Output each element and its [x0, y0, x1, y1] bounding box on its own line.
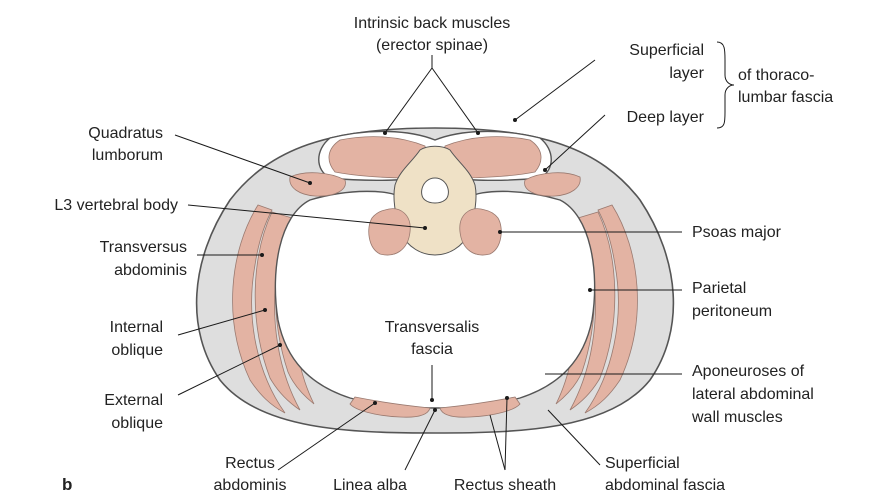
label-parietal-1: Parietal [692, 280, 746, 297]
label-transversus-1: Transversus [100, 239, 187, 256]
psoas-major-right [460, 209, 501, 255]
label-rectus-1: Rectus [225, 455, 275, 472]
label-transversalis-2: fascia [411, 341, 453, 358]
label-internal-2: oblique [111, 342, 163, 359]
label-thoraco-1: of thoraco- [738, 67, 814, 84]
label-aponeuroses-2: lateral abdominal [692, 386, 814, 403]
label-superficial-fascia-2: abdominal fascia [605, 477, 725, 494]
thoracolumbar-brace [717, 42, 734, 128]
label-intrinsic-2: (erector spinae) [376, 37, 488, 54]
dot-parietal [588, 288, 592, 292]
dot-superficial [513, 118, 517, 122]
label-rectus-sheath: Rectus sheath [454, 477, 556, 494]
label-quadratus-1: Quadratus [88, 125, 163, 142]
dot-erector-left [383, 131, 387, 135]
panel-letter: b [62, 475, 72, 494]
label-intrinsic-1: Intrinsic back muscles [354, 15, 511, 32]
dot-transversus [260, 253, 264, 257]
label-rectus-2: abdominis [214, 477, 287, 494]
label-external-2: oblique [111, 415, 163, 432]
leader-intrinsic-a [385, 68, 432, 133]
dot-rectus [373, 401, 377, 405]
dot-linea-alba [433, 408, 437, 412]
dot-quadratus [308, 181, 312, 185]
psoas-major-left [369, 209, 410, 255]
leader-superficial-layer [515, 60, 595, 120]
dot-rectus-sheath [505, 396, 509, 400]
label-thoraco-2: lumbar fascia [738, 89, 833, 106]
dot-external [278, 343, 282, 347]
leader-intrinsic-b [432, 68, 478, 133]
label-linea-alba: Linea alba [333, 477, 407, 494]
dot-deep [543, 168, 547, 172]
vertebral-foramen [422, 178, 449, 203]
dot-transversalis [430, 398, 434, 402]
dot-psoas [498, 230, 502, 234]
dot-erector-right [476, 131, 480, 135]
label-aponeuroses-3: wall muscles [691, 409, 783, 426]
label-superficial-2: layer [669, 65, 704, 82]
label-aponeuroses-1: Aponeuroses of [692, 363, 805, 380]
label-psoas: Psoas major [692, 224, 782, 241]
label-transversalis-1: Transversalis [385, 319, 480, 336]
label-quadratus-2: lumborum [92, 147, 163, 164]
label-transversus-2: abdominis [114, 262, 187, 279]
label-l3: L3 vertebral body [54, 197, 178, 214]
label-deep-layer: Deep layer [627, 109, 705, 126]
label-external-1: External [104, 392, 163, 409]
dot-l3 [423, 226, 427, 230]
dot-internal [263, 308, 267, 312]
label-superficial-1: Superficial [629, 42, 704, 59]
label-superficial-fascia-1: Superficial [605, 455, 680, 472]
label-parietal-2: peritoneum [692, 303, 772, 320]
label-internal-1: Internal [110, 319, 163, 336]
